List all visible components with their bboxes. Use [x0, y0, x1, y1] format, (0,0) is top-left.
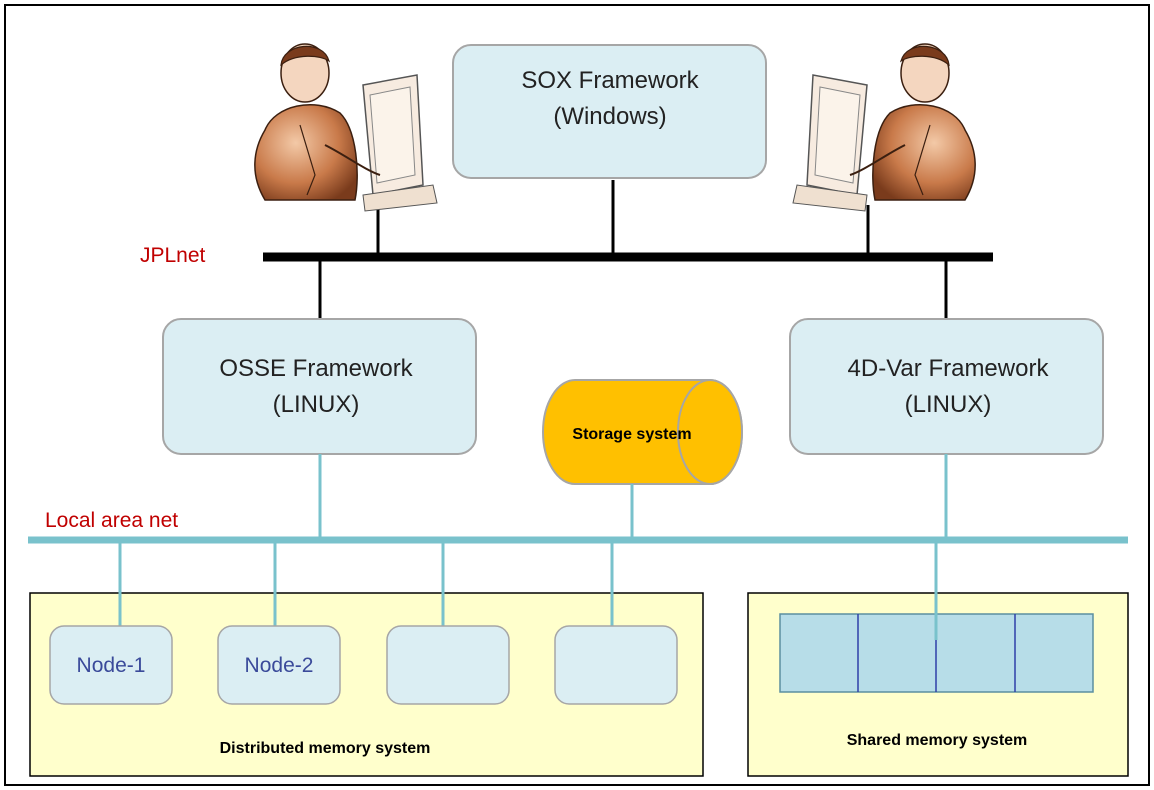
node-box: Node-1	[49, 625, 173, 705]
person-at-computer-icon	[792, 43, 976, 212]
fourdvar-framework-box: 4D-Var Framework (LINUX)	[789, 318, 1104, 455]
node-label: Node-1	[77, 654, 146, 677]
lan-label: Local area net	[45, 509, 178, 532]
node-box: Node-2	[217, 625, 341, 705]
storage-label: Storage system	[572, 426, 691, 443]
node-box	[386, 625, 510, 705]
fourdvar-title: 4D-Var Framework	[848, 355, 1050, 382]
osse-subtitle: (LINUX)	[273, 391, 360, 418]
osse-framework-box: OSSE Framework (LINUX)	[162, 318, 477, 455]
storage-cylinder: Storage system	[542, 379, 743, 485]
sox-framework-box: SOX Framework (Windows)	[452, 44, 767, 179]
sox-subtitle: (Windows)	[553, 103, 666, 130]
fourdvar-subtitle: (LINUX)	[905, 391, 992, 418]
node-box	[554, 625, 678, 705]
person-at-computer-icon	[254, 43, 438, 212]
osse-title: OSSE Framework	[219, 355, 413, 382]
node-label: Node-2	[245, 654, 314, 677]
jplnet-label: JPLnet	[140, 244, 206, 267]
shared-memory-label: Shared memory system	[847, 732, 1028, 749]
distributed-memory-label: Distributed memory system	[220, 740, 431, 757]
sox-title: SOX Framework	[521, 67, 699, 94]
